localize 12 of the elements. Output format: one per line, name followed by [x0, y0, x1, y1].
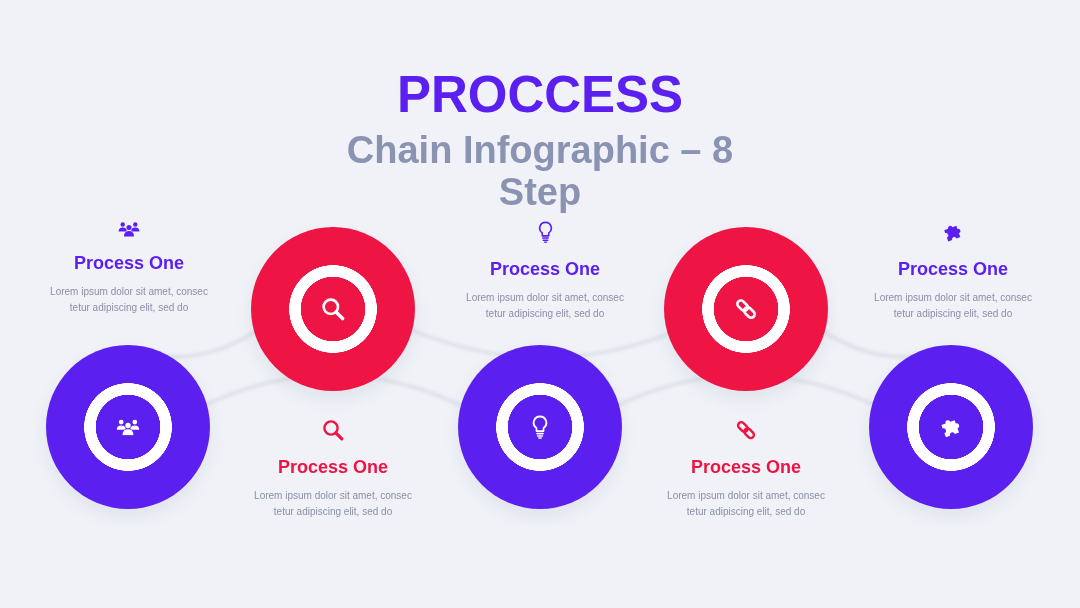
subtitle: Chain Infographic – 8 Step — [345, 129, 735, 213]
step-title: Process One — [73, 252, 185, 274]
step-description: Lorem ipsum dolor sit amet, consec tetur adipiscing elit, sed do — [253, 489, 413, 519]
step-description: Lorem ipsum dolor sit amet, consec tetur adipiscing elit, sed do — [49, 285, 209, 315]
step-title: Process One — [277, 456, 389, 478]
step-title: Process One — [897, 258, 1009, 280]
step-description: Lorem ipsum dolor sit amet, consec tetur adipiscing elit, sed do — [465, 291, 625, 321]
step-title: Process One — [489, 258, 601, 280]
step-description: Lorem ipsum dolor sit amet, consec tetur adipiscing elit, sed do — [666, 489, 826, 519]
step-title: Process One — [690, 456, 802, 478]
step-description: Lorem ipsum dolor sit amet, consec tetur adipiscing elit, sed do — [873, 291, 1033, 321]
title: PROCCESS — [396, 67, 684, 123]
